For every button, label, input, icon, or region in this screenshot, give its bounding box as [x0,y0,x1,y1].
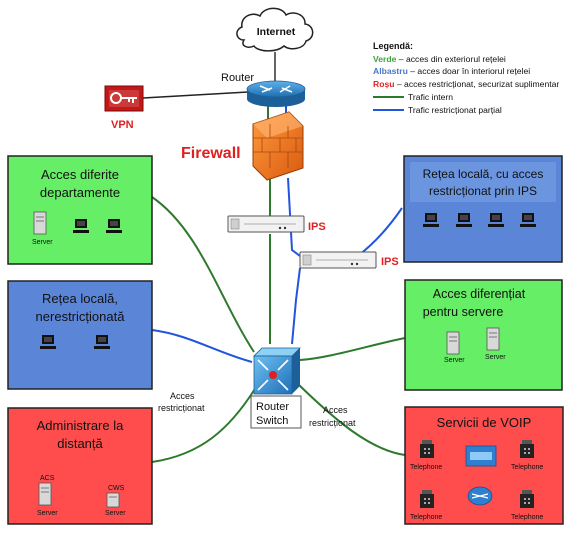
voip-phone-label-3: Telephone [410,514,442,521]
workstation-icon [40,335,56,349]
ips2-switch-blue [291,267,301,345]
switch-servers-link [299,337,406,361]
legend-green-keyword: Verde [373,54,397,64]
telephone-icon [520,490,534,508]
switch-arrows-icon [257,359,289,391]
switch-lan-open-link [151,329,253,363]
telephone-icon [520,440,534,458]
voip-link-label-line2: restricționat [309,418,356,428]
switch-departments-link [151,196,255,353]
voip-phone-label-1: Telephone [410,464,442,471]
zone-departments: Acces diferite departamente Server [7,155,153,265]
admin-link-label-line1: Acces [170,391,195,401]
router-label: Router [221,72,254,84]
legend-line-green: Verde – acces din exteriorul rețelei [373,54,506,64]
acs-server-tag: ACS [40,475,55,482]
voip-gateway-icon [465,445,497,467]
admin-link-label: Acces restricționat [158,391,205,413]
router-arrows-icon [259,85,293,93]
departments-title-line1: Acces diferite [41,167,119,182]
voip-title: Servicii de VOIP [437,415,532,430]
legend-blue-sample-label: Trafic restricționat parțial [408,105,502,115]
acs-server-label: Server [37,510,58,517]
servers-title-line1: Acces diferențiat [433,287,526,301]
workstation-icon [520,213,536,227]
legend-green-text: – acces din exteriorul rețelei [396,54,505,64]
zone-voip: Servicii de VOIP Telephone Telephone Tel… [404,406,564,525]
lan-ips-title-line2: restricționat prin IPS [429,184,537,198]
voip-phone-label-2: Telephone [511,464,543,471]
core-router-switch: Router Switch [250,347,302,429]
legend-red-text: – acces restricționat, securizat suplime… [394,79,559,89]
server-icon [486,327,500,351]
lan-open-title-line1: Rețea locală, [42,291,118,306]
servers-server-label-2: Server [485,354,506,361]
servers-title-line2: pentru servere [423,305,504,319]
vpn-label: VPN [111,119,134,131]
server-icon [38,482,52,506]
internet-label: Internet [257,26,296,38]
switch-label-line1: Router [256,401,289,413]
cws-server-tag: CWS [108,485,125,492]
voip-link-label: Acces restricționat [309,405,356,428]
ips-2-label: IPS [381,256,399,268]
legend-title: Legendă: [373,41,413,51]
vpn-router-link [142,91,249,99]
telephone-icon [420,440,434,458]
admin-title-line2: distanță [57,436,103,451]
admin-title-line1: Administrare la [37,418,124,433]
ips-1-label: IPS [308,221,326,233]
cloud-icon [236,7,314,52]
workstation-icon [456,213,472,227]
server-icon [106,492,120,508]
legend: Legendă: Verde – acces din exteriorul re… [373,41,559,115]
voip-phone-label-4: Telephone [511,514,543,521]
workstation-icon [106,219,122,233]
ips2-lan-ips-blue [354,207,403,259]
lan-ips-title-line1: Rețea locală, cu acces [423,167,544,181]
legend-blue-keyword: Albastru [373,66,408,76]
zone-servers: Acces diferențiat pentru servere Server … [404,279,563,391]
internet-cloud: Internet [236,7,314,52]
zone-lan-open: Rețea locală, nerestricționată [7,280,153,390]
firewall-label: Firewall [181,145,241,162]
servers-server-label-1: Server [444,357,465,364]
workstation-icon [423,213,439,227]
legend-line-red: Roșu – acces restricționat, securizat su… [373,79,559,89]
switch-admin-link [151,383,259,463]
workstation-icon [488,213,504,227]
workstation-icon [73,219,89,233]
zone-remote-admin: Administrare la distanță ACS Server CWS … [7,407,153,525]
voip-router-icon [467,486,493,506]
admin-link-label-line2: restricționat [158,403,205,413]
firewall-wall-icon [252,111,304,181]
server-icon [33,211,47,235]
switch-label-line2: Switch [256,415,288,427]
departments-server-label: Server [32,239,53,246]
telephone-icon [420,490,434,508]
ips-device-2: IPS [299,251,399,269]
firewall: Firewall [181,111,304,181]
legend-green-sample-label: Trafic intern [408,92,453,102]
legend-red-keyword: Roșu [373,79,394,89]
connections [142,52,406,463]
legend-blue-text: – acces doar în interiorul rețelei [408,66,530,76]
switch-voip-link [297,383,406,456]
key-icon [110,92,137,104]
legend-line-blue: Albastru – acces doar în interiorul rețe… [373,66,530,76]
firewall-ips2-blue [287,177,301,257]
voip-link-label-line1: Acces [323,405,348,415]
ips-device-1: IPS [227,215,326,233]
departments-title-line2: departamente [40,185,120,200]
server-icon [446,331,460,355]
edge-router: Router [221,72,306,107]
zone-lan-ips: Rețea locală, cu acces restricționat pri… [403,155,563,263]
vpn-device: VPN [104,85,144,131]
workstation-icon [94,335,110,349]
cws-server-label: Server [105,510,126,517]
lan-open-title-line2: nerestricționată [36,309,126,324]
